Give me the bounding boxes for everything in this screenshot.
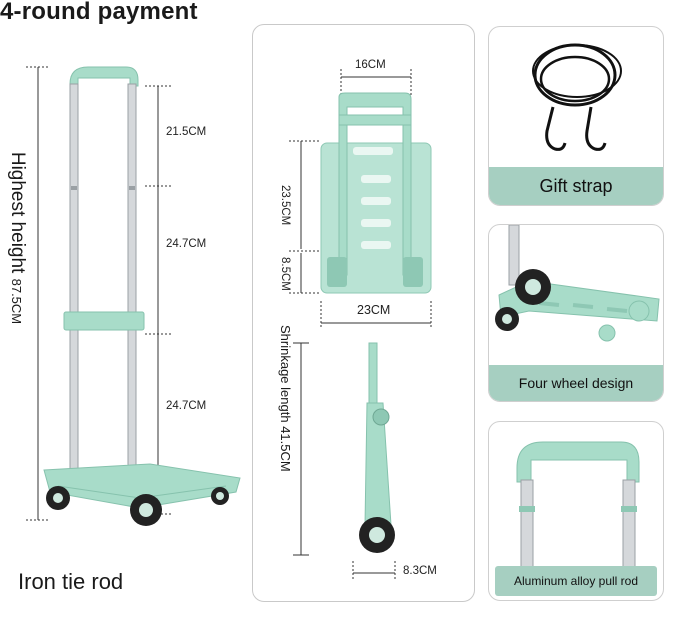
folded-trolley-illustration (289, 69, 432, 581)
shrinkage-length-label: Shrinkage length 41.5CM (278, 325, 293, 472)
wheel-base-icon (495, 225, 660, 342)
headline: 4-round payment (0, 0, 198, 25)
four-wheel-caption: Four wheel design (518, 375, 634, 391)
segment-middle-label: 24.7CM (166, 238, 207, 250)
shrinkage-length-value: 41.5CM (278, 426, 293, 472)
shrinkage-length-text: Shrinkage length (278, 325, 293, 423)
segment-top-label: 21.5CM (166, 126, 207, 138)
highest-height-text: Highest height (7, 151, 28, 274)
gift-strap-caption-bar: Gift strap (489, 167, 663, 205)
side-depth-label: 8.3CM (403, 565, 437, 577)
card-four-wheel: Four wheel design (488, 224, 664, 402)
four-wheel-caption-bar: Four wheel design (489, 365, 663, 401)
card-gift-strap: Gift strap (488, 26, 664, 206)
gift-strap-caption: Gift strap (539, 176, 613, 196)
plate-lower-label: 8.5CM (279, 257, 291, 291)
pull-handle-icon (516, 441, 640, 572)
bungee-cord-icon (532, 43, 622, 151)
pull-rod-caption-bar: Aluminum alloy pull rod (495, 566, 657, 596)
highest-height-label: Highest height 87.5CM (4, 128, 28, 348)
plate-upper-label: 23.5CM (279, 185, 291, 226)
pull-rod-caption: Aluminum alloy pull rod (513, 574, 639, 588)
highest-height-value: 87.5CM (9, 278, 24, 325)
trolley-full-illustration (26, 66, 241, 526)
segment-bottom-label: 24.7CM (166, 400, 207, 412)
plate-width-label: 23CM (357, 303, 391, 317)
trolley-full-figure: 21.5CM 24.7CM 24.7CM (0, 40, 250, 560)
card-pull-rod: Aluminum alloy pull rod (488, 421, 664, 601)
footer-label: Iron tie rod (18, 569, 124, 594)
top-width-label: 16CM (355, 59, 386, 71)
folded-dimensions-panel: 16CM 23.5CM 8.5CM 23CM Shrinkage length … (252, 24, 475, 602)
